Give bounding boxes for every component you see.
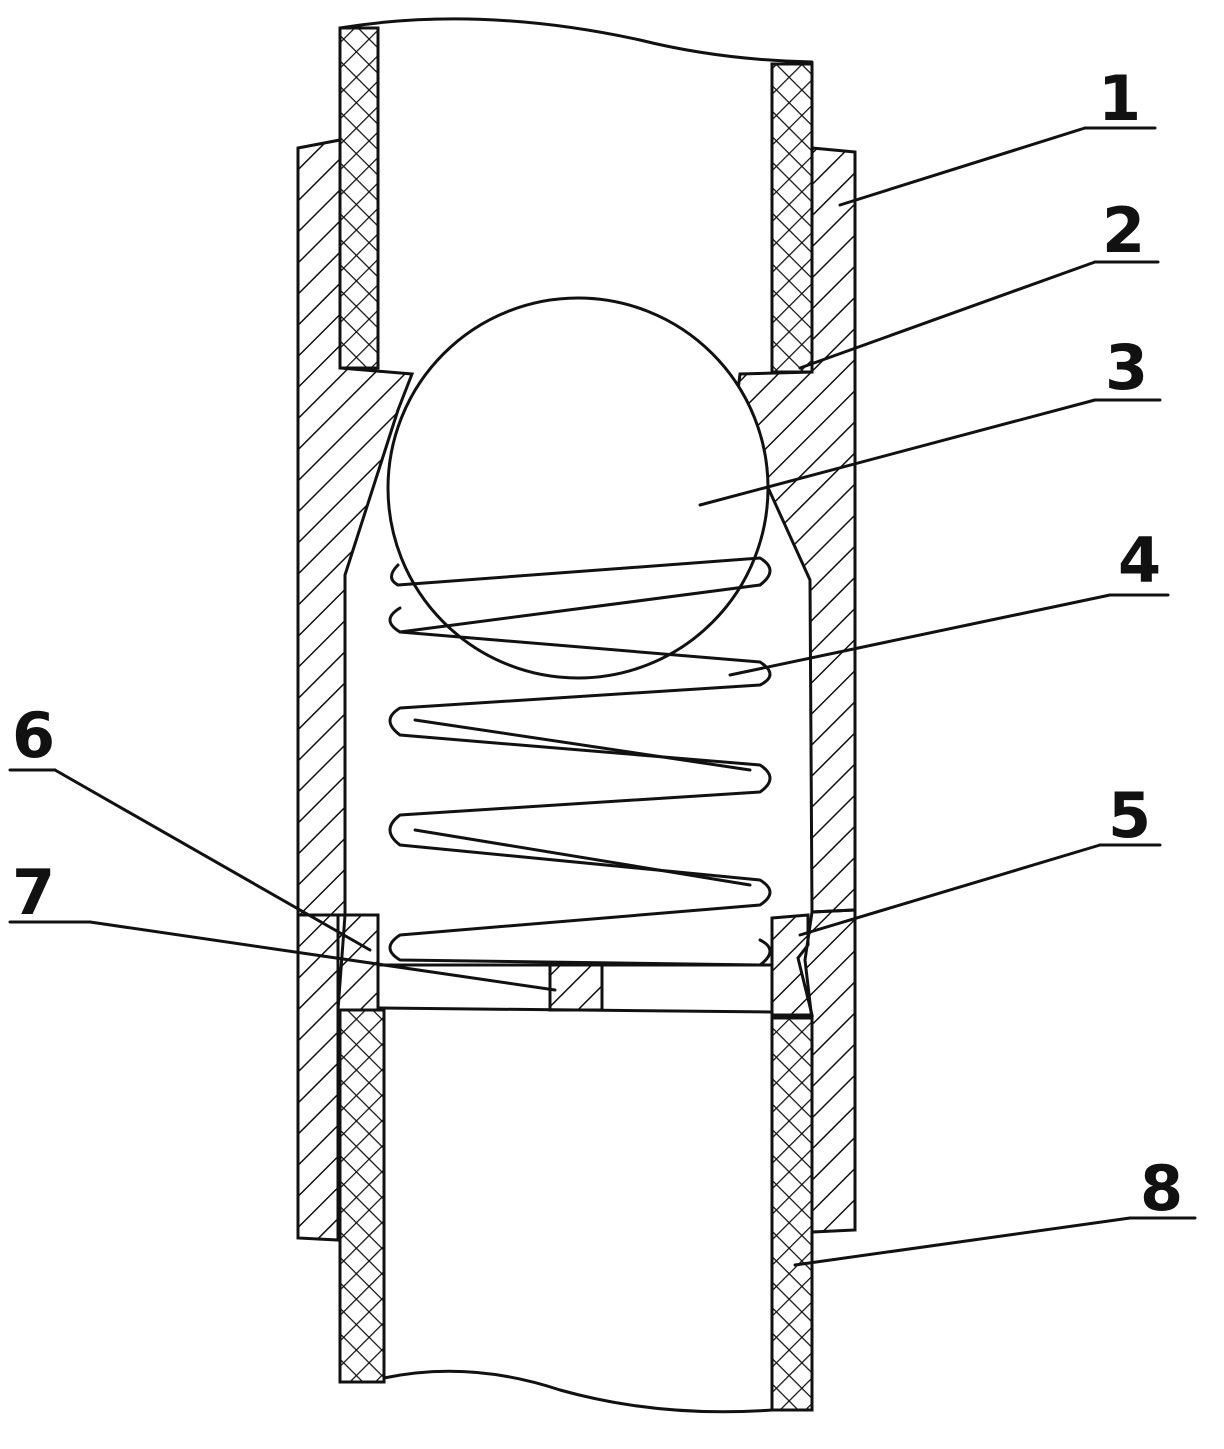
label-6: 6	[12, 699, 56, 772]
label-5: 5	[1108, 779, 1152, 852]
valve-body	[296, 138, 857, 1242]
leader-lines	[8, 126, 1197, 1267]
valve-ball	[386, 296, 770, 680]
label-3: 3	[1105, 331, 1149, 404]
spring	[388, 556, 772, 967]
stopper-plate	[378, 963, 774, 1014]
right-seat-ring	[770, 913, 814, 1017]
label-2: 2	[1102, 194, 1146, 267]
label-7: 7	[12, 856, 56, 929]
label-4: 4	[1118, 524, 1162, 597]
label-1: 1	[1098, 62, 1142, 135]
lower-pipe	[338, 1008, 814, 1414]
label-8: 8	[1140, 1152, 1184, 1225]
upper-pipe	[338, 17, 814, 374]
